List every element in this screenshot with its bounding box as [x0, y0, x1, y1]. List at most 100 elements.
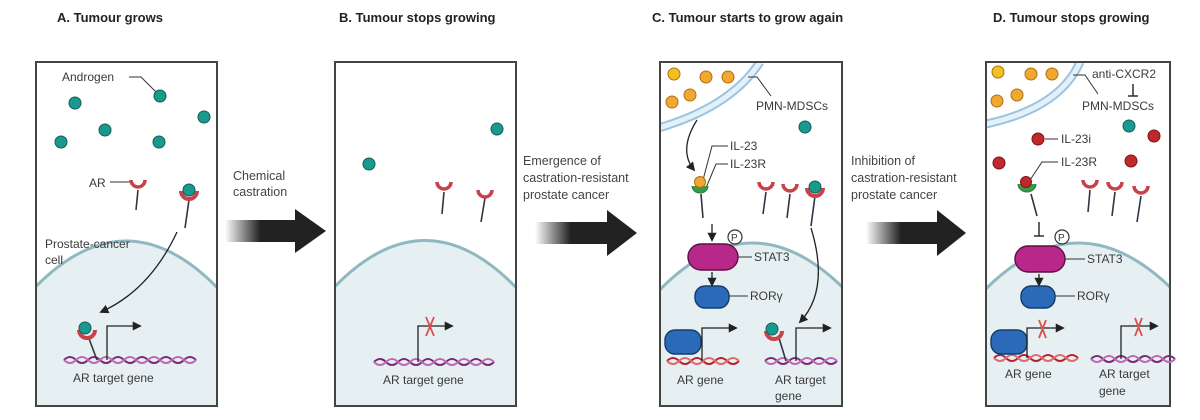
transition-1: Chemical castration — [225, 169, 326, 253]
il23-label: IL-23 — [730, 139, 758, 153]
bound-receptor-on-dna — [77, 321, 98, 361]
androgen-receptor — [476, 189, 494, 223]
translocation-arrow — [99, 231, 178, 314]
mdsc-leader — [748, 76, 772, 97]
androgen-receptor — [1106, 181, 1124, 217]
mdsc-label: PMN-MDSCs — [756, 99, 828, 113]
target-label-line2: gene — [775, 389, 802, 403]
transition-2: Emergence of castration-resistant prosta… — [523, 154, 637, 256]
androgen-molecule — [68, 96, 82, 110]
ar-target-gene-dna — [373, 358, 495, 366]
transition-2-line2: castration-resistant — [523, 171, 629, 185]
phosphate-icon — [1054, 229, 1070, 245]
androgen-molecule — [54, 135, 68, 149]
androgen-receptor — [129, 179, 147, 211]
ar-gene-dna — [666, 357, 740, 365]
mdsc-cell — [1010, 88, 1024, 102]
gene-label: AR target gene — [73, 371, 154, 385]
il23-receptor-complex — [691, 176, 709, 219]
ar-gene-transcription-arrow — [1026, 323, 1065, 358]
transition-3-line3: prostate cancer — [851, 188, 937, 202]
transition-3-line1: Inhibition of — [851, 154, 915, 168]
stat3-protein — [1014, 245, 1066, 273]
rory-bound-dna — [664, 329, 702, 355]
ar-gene-label: AR gene — [1005, 367, 1052, 381]
il23-leader — [702, 145, 728, 181]
transition-1-line2: castration — [233, 185, 287, 199]
blocked-transcription-icon — [1038, 319, 1047, 339]
blocked-transcription-icon — [425, 316, 435, 337]
mdsc-cell — [991, 65, 1005, 79]
il23i-molecule — [1124, 154, 1138, 168]
mdsc-cell — [1024, 67, 1038, 81]
transition-2-line1: Emergence of — [523, 154, 601, 168]
mdsc-leader — [1073, 74, 1099, 95]
inhibition-icon — [1128, 84, 1138, 97]
androgen-molecule — [98, 123, 112, 137]
cell-label-line1: Prostate-cancer — [45, 237, 130, 251]
rory-protein — [1020, 285, 1056, 309]
bound-androgen-receptor — [179, 183, 199, 229]
pmn-mdsc-cells — [990, 65, 1059, 108]
androgen-receptor — [435, 181, 453, 215]
transition-3-arrow — [866, 210, 966, 256]
ar-target-gene-dna — [63, 356, 197, 364]
androgen-molecule — [490, 122, 504, 136]
transition-2-arrow — [535, 210, 637, 256]
ar-target-gene-dna — [1090, 355, 1176, 363]
panel-a-title: A. Tumour grows — [57, 10, 163, 25]
mdsc-cell — [665, 95, 679, 109]
stat3-label: STAT3 — [754, 250, 790, 264]
target-transcription-arrow — [1120, 321, 1159, 359]
panel-d: D. Tumour stops growing anti-CXCR2 PMN-M… — [985, 10, 1176, 407]
panel-b-title: B. Tumour stops growing — [339, 10, 496, 25]
panel-b: B. Tumour stops growing AR target gene — [334, 10, 517, 407]
mdsc-cell — [667, 67, 681, 81]
prostate-cancer-cell — [660, 241, 842, 406]
rory-label: RORγ — [750, 289, 783, 303]
blocked-transcription-icon — [1134, 317, 1143, 337]
ar-gene-transcription-arrow — [701, 323, 738, 361]
il23-inhibitor-molecules — [992, 129, 1161, 170]
androgen-receptor — [1132, 185, 1150, 223]
androgen-molecule — [798, 120, 812, 134]
ar-label: AR — [89, 176, 106, 190]
rory-label: RORγ — [1077, 289, 1110, 303]
mdsc-cell — [721, 70, 735, 84]
androgen-receptor — [1081, 179, 1099, 213]
anti-cxcr2-label: anti-CXCR2 — [1092, 67, 1156, 81]
panel-c-frame — [659, 61, 843, 407]
il23-secretion-arrow — [685, 119, 698, 172]
ar-gene-label: AR gene — [677, 373, 724, 387]
il23r-leader — [1029, 161, 1058, 181]
il23-receptor-blocked — [1017, 176, 1038, 217]
panel-a-frame — [35, 61, 218, 407]
androgen-molecule — [1122, 119, 1136, 133]
target-label-line2: gene — [1099, 384, 1126, 398]
rory-protein — [694, 285, 730, 309]
stat3-protein — [687, 243, 739, 271]
phosphate-label: P — [731, 233, 738, 244]
il23r-label: IL-23R — [1061, 155, 1097, 169]
androgen-molecules — [54, 89, 211, 149]
panel-b-frame — [334, 61, 517, 407]
mdsc-cell — [990, 94, 1004, 108]
androgen-receptor — [781, 183, 799, 219]
target-label-line1: AR target — [1099, 367, 1150, 381]
androgen-leader — [129, 76, 159, 95]
transcription-arrow — [106, 321, 142, 360]
androgen-receptor — [757, 181, 775, 215]
transition-3-line2: castration-resistant — [851, 171, 957, 185]
androgen-molecule — [152, 135, 166, 149]
transition-2-line3: prostate cancer — [523, 188, 609, 202]
panel-c-title: C. Tumour starts to grow again — [652, 10, 843, 25]
il23i-label: IL-23i — [1061, 132, 1091, 146]
il23i-molecule — [1147, 129, 1161, 143]
translocation-arrow — [798, 227, 819, 324]
il23r-label: IL-23R — [730, 157, 766, 171]
prostate-cancer-cell — [986, 241, 1170, 406]
mdsc-cell — [699, 70, 713, 84]
panel-c: C. Tumour starts to grow again PMN-MDSCs… — [652, 10, 843, 407]
target-label-line1: AR target — [775, 373, 826, 387]
